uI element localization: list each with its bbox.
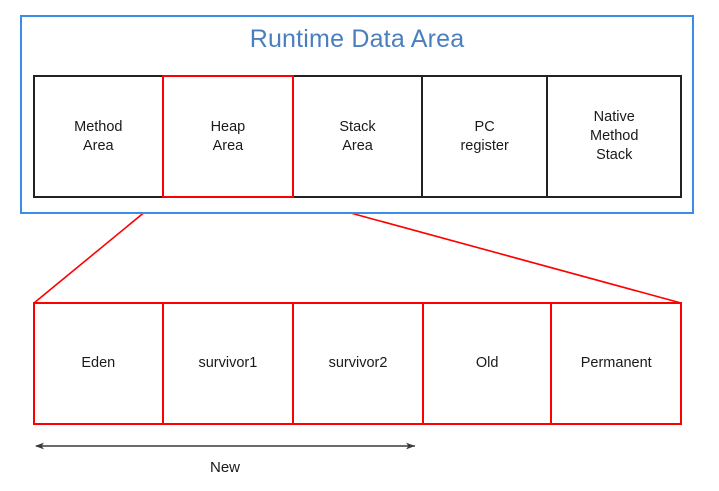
page-title: Runtime Data Area <box>249 25 465 53</box>
label-line-1: Native <box>593 109 635 125</box>
memory-cell-label: Native Method Stack <box>590 108 638 165</box>
label-line-2: Area <box>342 137 373 154</box>
heap-cell-label: Old <box>475 355 499 371</box>
label-line-2: Method <box>590 128 639 144</box>
heap-cell-label: Permanent <box>580 355 652 371</box>
heap-cell-label: survivor1 <box>198 355 258 371</box>
heap-cell-survivor1[interactable]: survivor1 <box>161 302 295 425</box>
heap-cell-permanent[interactable]: Permanent <box>550 302 682 425</box>
memory-cell-label: Heap Area <box>211 118 246 156</box>
memory-cell-label: Stack Area <box>339 118 375 156</box>
label-line-3: Stack <box>596 147 633 163</box>
memory-cell-label: Method Area <box>74 118 122 156</box>
label-line-2: Area <box>212 137 244 154</box>
new-generation-label: New <box>209 459 240 476</box>
label-line-2: register <box>460 137 509 154</box>
heap-cell-eden[interactable]: Eden <box>33 302 164 425</box>
memory-cell-stack-area[interactable]: Stack Area <box>292 75 423 198</box>
heap-cell-label: survivor2 <box>328 355 388 371</box>
heap-cell-old[interactable]: Old <box>421 302 553 425</box>
runtime-data-area-row: Method Area Heap Area Stack Area PC regi… <box>33 75 683 198</box>
label-line-1: PC <box>474 118 495 135</box>
heap-detail-row: Eden survivor1 survivor2 Old Permanent <box>33 302 682 425</box>
memory-cell-method-area[interactable]: Method Area <box>33 75 164 198</box>
label-line-2: Area <box>82 137 114 154</box>
label-line-1: Method <box>74 118 123 135</box>
memory-cell-heap-area[interactable]: Heap Area <box>161 75 295 198</box>
memory-cell-pc-register[interactable]: PC register <box>420 75 549 198</box>
heap-cell-survivor2[interactable]: survivor2 <box>292 302 424 425</box>
memory-cell-label: PC register <box>460 118 508 156</box>
label-line-1: Heap <box>210 118 246 135</box>
memory-cell-native-method-stack[interactable]: Native Method Stack <box>546 75 683 198</box>
label-line-1: Stack <box>339 118 376 135</box>
heap-cell-label: Eden <box>81 355 116 371</box>
